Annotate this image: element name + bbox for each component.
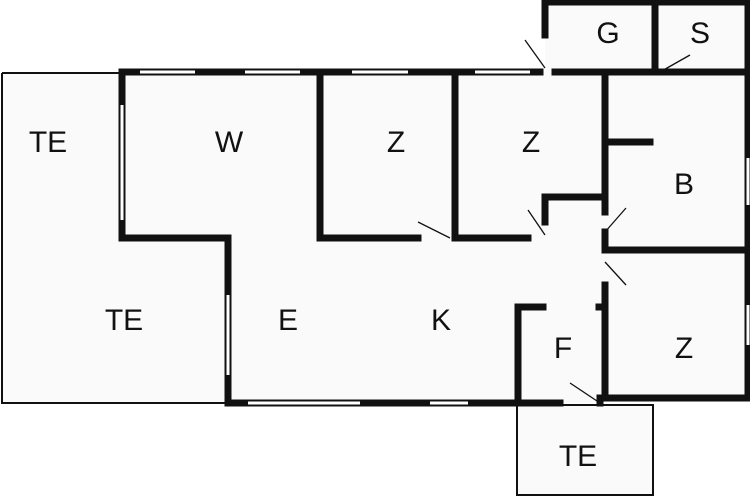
- room-label-bedroom: Z: [387, 126, 405, 159]
- room-label-kitchen: K: [431, 304, 451, 337]
- room-label-living: W: [215, 126, 244, 159]
- room-label-storage: S: [690, 17, 710, 50]
- room-label-terrace: TE: [29, 126, 67, 159]
- terrace-left-outline: [1, 72, 226, 404]
- terrace-bottom-outline: [516, 404, 654, 496]
- room-label-hall: F: [554, 332, 572, 365]
- room-label-bathroom: B: [674, 168, 694, 201]
- room-label-garage: G: [596, 17, 619, 50]
- room-label-dining: E: [278, 304, 298, 337]
- room-label-terrace: TE: [559, 440, 597, 473]
- room-label-bedroom: Z: [522, 126, 540, 159]
- room-label-bedroom: Z: [675, 332, 693, 365]
- windows: [120, 70, 750, 405]
- room-label-terrace: TE: [105, 304, 143, 337]
- interior-walls: [316, 68, 750, 407]
- door-swings: [417, 39, 691, 404]
